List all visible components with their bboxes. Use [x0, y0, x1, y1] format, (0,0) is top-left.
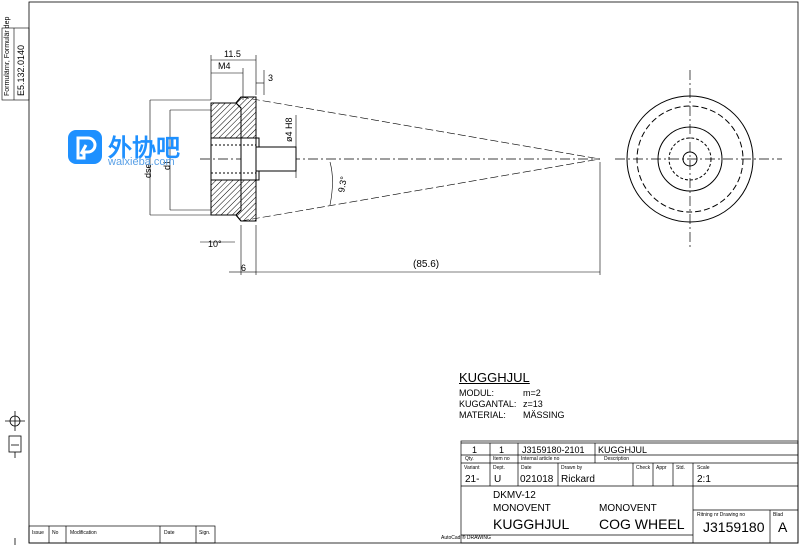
pitch-cone-lines [240, 96, 601, 222]
tb-date: 021018 [520, 474, 554, 485]
rev-header-issue: Issue [32, 530, 44, 536]
parts-qty: 1 [472, 445, 478, 455]
gear-front-view [626, 95, 754, 223]
gear-side-view [210, 96, 297, 222]
projection-symbol [5, 411, 25, 545]
tb-project: DKMV-12 [493, 490, 536, 501]
watermark-brand: 外协吧 [108, 135, 180, 162]
side-stamp-frame [1, 27, 30, 101]
revision-table-frame [28, 525, 693, 544]
dim-angle-10: 10° [208, 239, 222, 249]
side-stamp-line-1: Formulärnr, Formulär dep [4, 16, 11, 96]
dim-3: 3 [268, 73, 274, 83]
part-value-modul: m=2 [523, 388, 541, 398]
part-title: KUGGHJUL [459, 370, 530, 385]
tb-name-sv: KUGGHJUL [493, 516, 570, 532]
rev-header-modification: Modification [70, 530, 97, 536]
dim-85-6: (85.6) [413, 259, 440, 270]
parts-header-qty: Qty. [465, 456, 474, 462]
tb-owner-en: MONOVENT [599, 503, 657, 514]
rev-header-no: No [52, 530, 59, 536]
part-label-modul: MODUL: [459, 388, 495, 398]
sheet-border [28, 1, 799, 544]
tb-dept: U [494, 474, 502, 485]
tb-scale-label: Scale [697, 465, 710, 471]
tb-drawn: Rickard [561, 474, 595, 485]
tb-variant-label: Variant [464, 465, 480, 471]
footer-autocad: AutoCad ® DRAWING [441, 535, 491, 541]
part-label-kuggantal: KUGGANTAL: [459, 399, 517, 409]
title-block-frame [460, 440, 799, 544]
tb-name-en: COG WHEEL [599, 516, 685, 532]
watermark-url: waixieba.com [108, 156, 175, 168]
dim-bore: ø4 H8 [284, 117, 294, 142]
tb-owner-sv: MONOVENT [493, 503, 551, 514]
tb-scale: 2:1 [697, 474, 711, 485]
dim-6: 6 [241, 263, 247, 273]
tb-drawing-no: J3159180 [703, 519, 765, 535]
tb-check-label: Check [636, 465, 651, 471]
tb-date-label: Date [521, 465, 532, 471]
parts-header-description: Description [604, 456, 630, 462]
part-label-material: MATERIAL: [459, 410, 506, 420]
dim-11-5: 11.5 [224, 49, 241, 59]
tb-dept-label: Dept. [493, 465, 505, 471]
tb-std-label: Std. [676, 465, 685, 471]
tb-variant: 21- [465, 474, 480, 485]
tb-drawn-label: Drawn by [561, 465, 583, 471]
parts-description: KUGGHJUL [598, 445, 648, 455]
parts-header-article: Internal article no [521, 456, 560, 462]
part-value-kuggantal: z=13 [523, 399, 543, 409]
tb-revision: A [778, 519, 788, 535]
watermark: 外协吧 waixieba.com [68, 126, 218, 170]
parts-item: 1 [499, 445, 505, 455]
tb-drawing-no-label: Ritning nr Drawing no [697, 512, 746, 518]
watermark-logo-icon [68, 130, 102, 164]
rev-header-date: Date [164, 530, 175, 536]
side-stamp-line-2: E5.132.0140 [16, 44, 26, 96]
rev-header-sign: Sign. [199, 530, 211, 536]
tb-sheet-label: Blad [773, 512, 784, 518]
part-value-material: MÄSSING [523, 410, 565, 420]
centerlines [200, 70, 782, 250]
parts-article: J3159180-2101 [522, 445, 585, 455]
dim-m4: M4 [218, 61, 231, 71]
tb-appr-label: Appr [656, 465, 667, 471]
parts-header-item: Item no [493, 456, 510, 462]
dimension-lines [149, 55, 601, 275]
